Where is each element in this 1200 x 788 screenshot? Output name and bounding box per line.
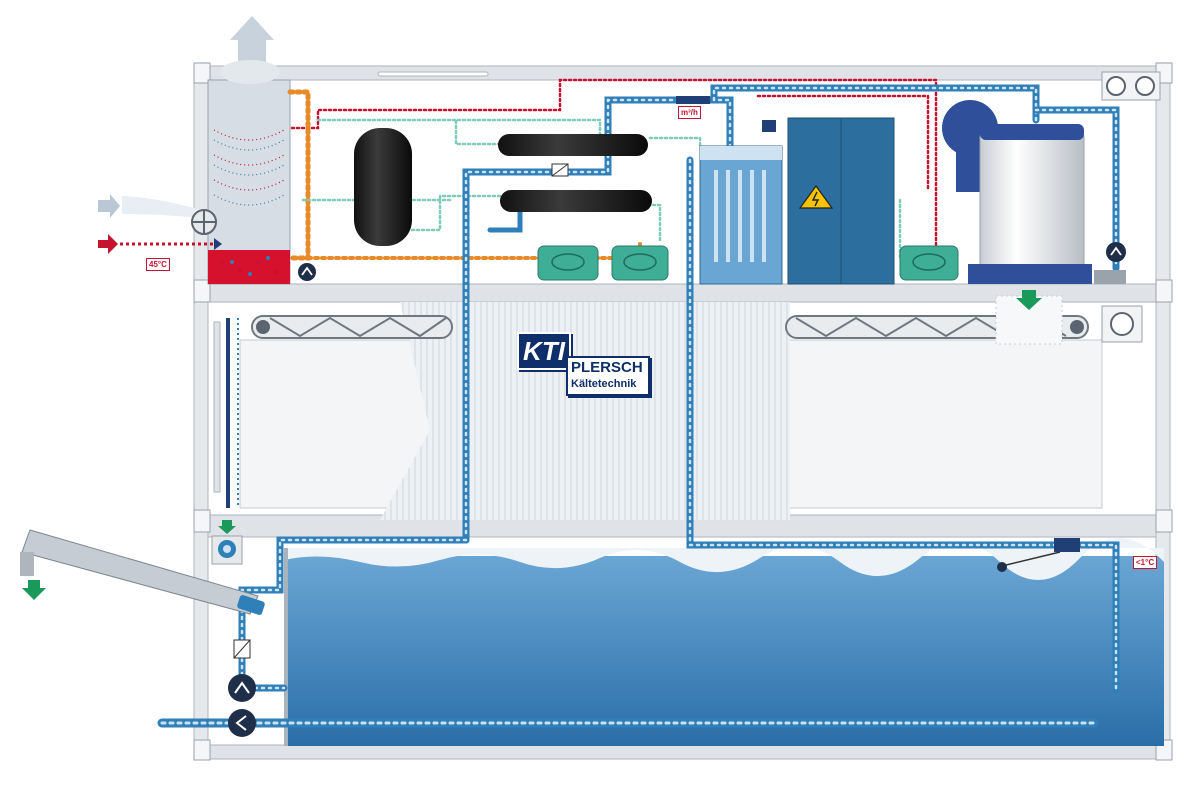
- tank-temperature-label: <1°C: [1133, 556, 1158, 569]
- cold-room: [213, 295, 1103, 520]
- level-sensor: [1054, 538, 1080, 552]
- inlet-valve-icon: [214, 238, 222, 250]
- water-tank: [284, 537, 1164, 746]
- screw-conveyor: [21, 529, 259, 615]
- flow-unit-label: m³/h: [678, 106, 701, 119]
- pump-icon: [537, 245, 959, 281]
- fan-icon: [1101, 71, 1161, 343]
- flake-ice-generator: [979, 127, 1085, 273]
- return-pump-icon: [1106, 242, 1126, 262]
- plersch-logo: PLERSCH Kältetechnik: [566, 356, 650, 396]
- condenser-lower: [500, 190, 652, 212]
- flow-arrow-icon: [1016, 290, 1042, 310]
- receiver-vessel: [354, 128, 412, 246]
- tower-pump-icon: [298, 263, 316, 281]
- flow-arrow-icon: [218, 520, 236, 534]
- tank-pump-icon: [228, 674, 256, 702]
- logo-brand: PLERSCH: [571, 359, 643, 376]
- conveyor-left: [251, 315, 453, 339]
- valve-icon: [762, 120, 776, 132]
- cooling-tower: [98, 16, 316, 285]
- high-voltage-warning-icon: [798, 184, 834, 209]
- flow-meter: [676, 96, 710, 104]
- kti-logo-mark: KTI: [517, 332, 571, 370]
- logo-subtitle: Kältetechnik: [571, 378, 637, 390]
- condenser-upper: [498, 134, 648, 156]
- inlet-temperature-label: 45°C: [146, 258, 170, 271]
- flow-arrow-icon: [22, 580, 46, 600]
- circulation-pump-icon: [228, 709, 256, 737]
